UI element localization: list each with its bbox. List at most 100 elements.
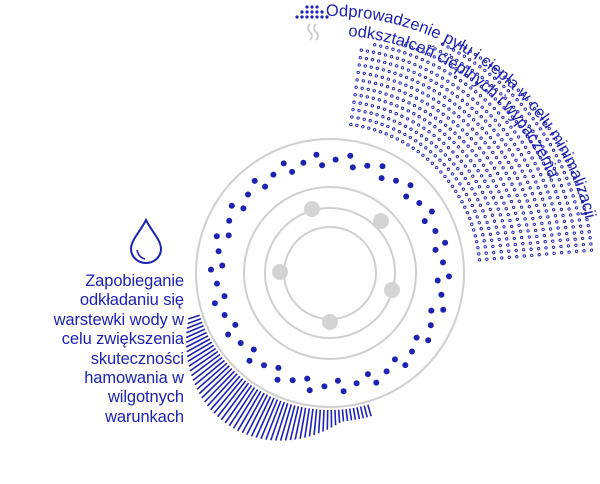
heat-dot: [403, 124, 408, 128]
heat-dot: [378, 130, 383, 134]
heat-dot: [428, 150, 433, 154]
heat-dot: [541, 227, 545, 232]
heat-dot: [530, 156, 534, 160]
vent-hole: [225, 232, 232, 239]
heat-dot: [543, 240, 547, 244]
heat-dot: [520, 114, 524, 119]
heat-dot: [496, 231, 500, 235]
vent-hole: [428, 307, 435, 314]
heat-dot: [519, 102, 523, 107]
heat-dot: [458, 79, 463, 83]
heat-dot: [544, 121, 548, 126]
heat-dot: [443, 69, 447, 73]
heat-dot: [509, 125, 513, 129]
heat-dot: [467, 169, 471, 173]
heat-dot: [496, 111, 501, 115]
heat-dot: [534, 180, 538, 184]
heat-dot: [428, 121, 432, 125]
water-channel-line: [201, 368, 233, 399]
heat-dot: [503, 155, 507, 159]
heat-dot: [401, 58, 405, 62]
heat-dot: [456, 86, 460, 90]
heat-dot: [433, 125, 437, 129]
heat-dot: [380, 75, 385, 80]
vent-hole: [378, 175, 385, 182]
water-channel-line: [265, 400, 282, 440]
heat-dot: [484, 59, 488, 64]
heat-dot: [443, 123, 448, 127]
heat-dot: [419, 134, 424, 138]
water-channel-line: [232, 388, 259, 429]
heat-dot: [349, 122, 353, 127]
water-channel-line: [228, 386, 256, 427]
heat-dot: [569, 188, 573, 192]
heat-dot: [363, 110, 367, 114]
heat-dot: [483, 214, 487, 219]
heat-dot: [560, 165, 564, 169]
vent-hole: [226, 217, 233, 224]
heat-dot: [447, 179, 451, 183]
heat-dot: [493, 97, 497, 101]
heat-dot: [483, 245, 487, 249]
heat-dot: [394, 112, 398, 116]
heat-dot: [479, 136, 483, 140]
heat-dot: [437, 92, 442, 96]
heat-dot: [484, 251, 488, 255]
heat-dot: [556, 195, 560, 200]
heat-dot: [386, 77, 391, 81]
heat-dot: [457, 194, 461, 199]
water-channel-line: [185, 328, 206, 339]
heat-dot: [563, 153, 567, 158]
heat-dot: [430, 161, 434, 165]
heat-dot: [427, 44, 432, 48]
heat-dot: [507, 79, 512, 84]
heat-dot: [492, 128, 496, 132]
water-channel-line: [255, 397, 275, 438]
water-channel-line: [334, 409, 337, 426]
water-channel-line: [284, 405, 296, 441]
water-channel-line: [188, 314, 200, 320]
heat-dot: [505, 120, 509, 124]
heat-dot: [409, 127, 413, 131]
heat-dot: [503, 231, 508, 235]
heat-dot: [359, 48, 363, 52]
heat-dot: [451, 120, 455, 124]
heat-dot: [422, 126, 426, 130]
heat-dot: [375, 66, 379, 71]
heat-dot: [544, 209, 548, 213]
disc-vent-holes: [208, 151, 452, 395]
heat-dot: [458, 43, 462, 47]
heat-dot: [521, 241, 525, 246]
heat-dot: [372, 89, 376, 93]
heat-dot: [448, 98, 452, 103]
heat-dot: [439, 149, 443, 153]
heat-dot: [364, 56, 369, 61]
heat-dot: [540, 221, 544, 226]
heat-dot: [456, 167, 460, 171]
heat-dot: [480, 105, 484, 109]
heat-dot: [394, 64, 399, 68]
heat-dot: [363, 64, 367, 68]
heat-dot: [444, 52, 448, 57]
hub-inner-ring: [283, 226, 377, 320]
heat-dot: [376, 105, 381, 110]
water-channel-line: [359, 406, 365, 419]
heat-dot: [443, 132, 447, 136]
heat-dot: [369, 111, 373, 115]
heat-dot: [393, 71, 397, 75]
heat-dot: [412, 70, 416, 75]
heat-dot: [432, 63, 436, 67]
heat-dot: [557, 159, 561, 163]
heat-dot: [471, 118, 476, 122]
heat-dot: [512, 188, 517, 192]
heat-dot: [367, 126, 371, 130]
water-channel-line: [192, 356, 223, 381]
heat-dot: [502, 106, 506, 110]
heat-dot: [552, 166, 557, 171]
water-channel-line: [299, 407, 307, 439]
heat-dot: [532, 222, 536, 227]
heat-dot: [488, 72, 492, 76]
heat-dot: [365, 95, 369, 99]
heat-dot: [547, 221, 552, 225]
heat-dot: [362, 117, 366, 121]
